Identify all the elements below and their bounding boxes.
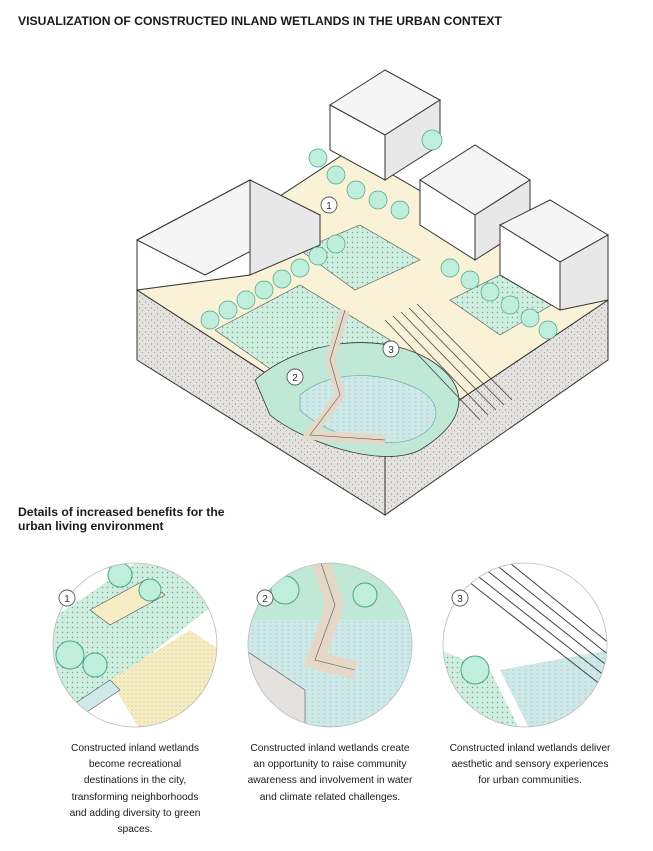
subtitle-line: Details of increased benefits for the [18,505,225,519]
subtitle-line: urban living environment [18,519,164,533]
building [498,199,609,311]
wetland-isometric-illustration: 1 2 3 [135,69,609,516]
detail-caption-2: Constructed inland wetlands create an op… [228,741,432,806]
marker-2: 2 [286,368,304,386]
section-subtitle: Details of increased benefits for the ur… [18,505,278,533]
caption-line: destinations in the city, [83,775,187,787]
marker-1: 1 [320,196,338,214]
caption-line: an opportunity to raise community [253,759,407,771]
caption-line: for urban communities. [478,775,582,787]
caption-line: Constructed inland wetlands create [250,743,410,754]
marker-label: 1 [326,201,332,212]
caption-line: and climate related challenges. [259,791,401,803]
caption-line: transforming neighborhoods [71,791,199,803]
boardwalk-edge [309,309,386,441]
detail-circle-1: 1 [52,562,218,728]
caption-line: and adding diversity to green [69,807,201,819]
caption-line: spaces. [117,824,153,836]
detail-marker-label: 1 [64,594,70,605]
detail-marker-label: 2 [262,594,268,605]
caption-line: Constructed inland wetlands [71,743,199,754]
caption-line: become recreational [88,759,182,771]
caption-line: awareness and involvement in water [247,775,413,787]
page-title: VISUALIZATION OF CONSTRUCTED INLAND WETL… [18,14,502,28]
building [419,144,531,261]
building [329,69,441,181]
marker-label: 3 [388,345,394,356]
trees [200,129,558,340]
detail-circle-3: 3 [442,562,608,728]
marker-3: 3 [382,340,400,358]
detail-circle-2: 2 [247,562,413,728]
terrace-steps [384,303,513,421]
marker-label: 2 [292,373,298,384]
detail-caption-1: Constructed inland wetlands become recre… [50,741,220,838]
building [135,179,322,291]
detail-caption-3: Constructed inland wetlands deliver aest… [428,741,632,790]
caption-line: Constructed inland wetlands deliver [449,743,611,754]
caption-line: aesthetic and sensory experiences [451,759,609,771]
detail-marker-label: 3 [457,594,463,605]
